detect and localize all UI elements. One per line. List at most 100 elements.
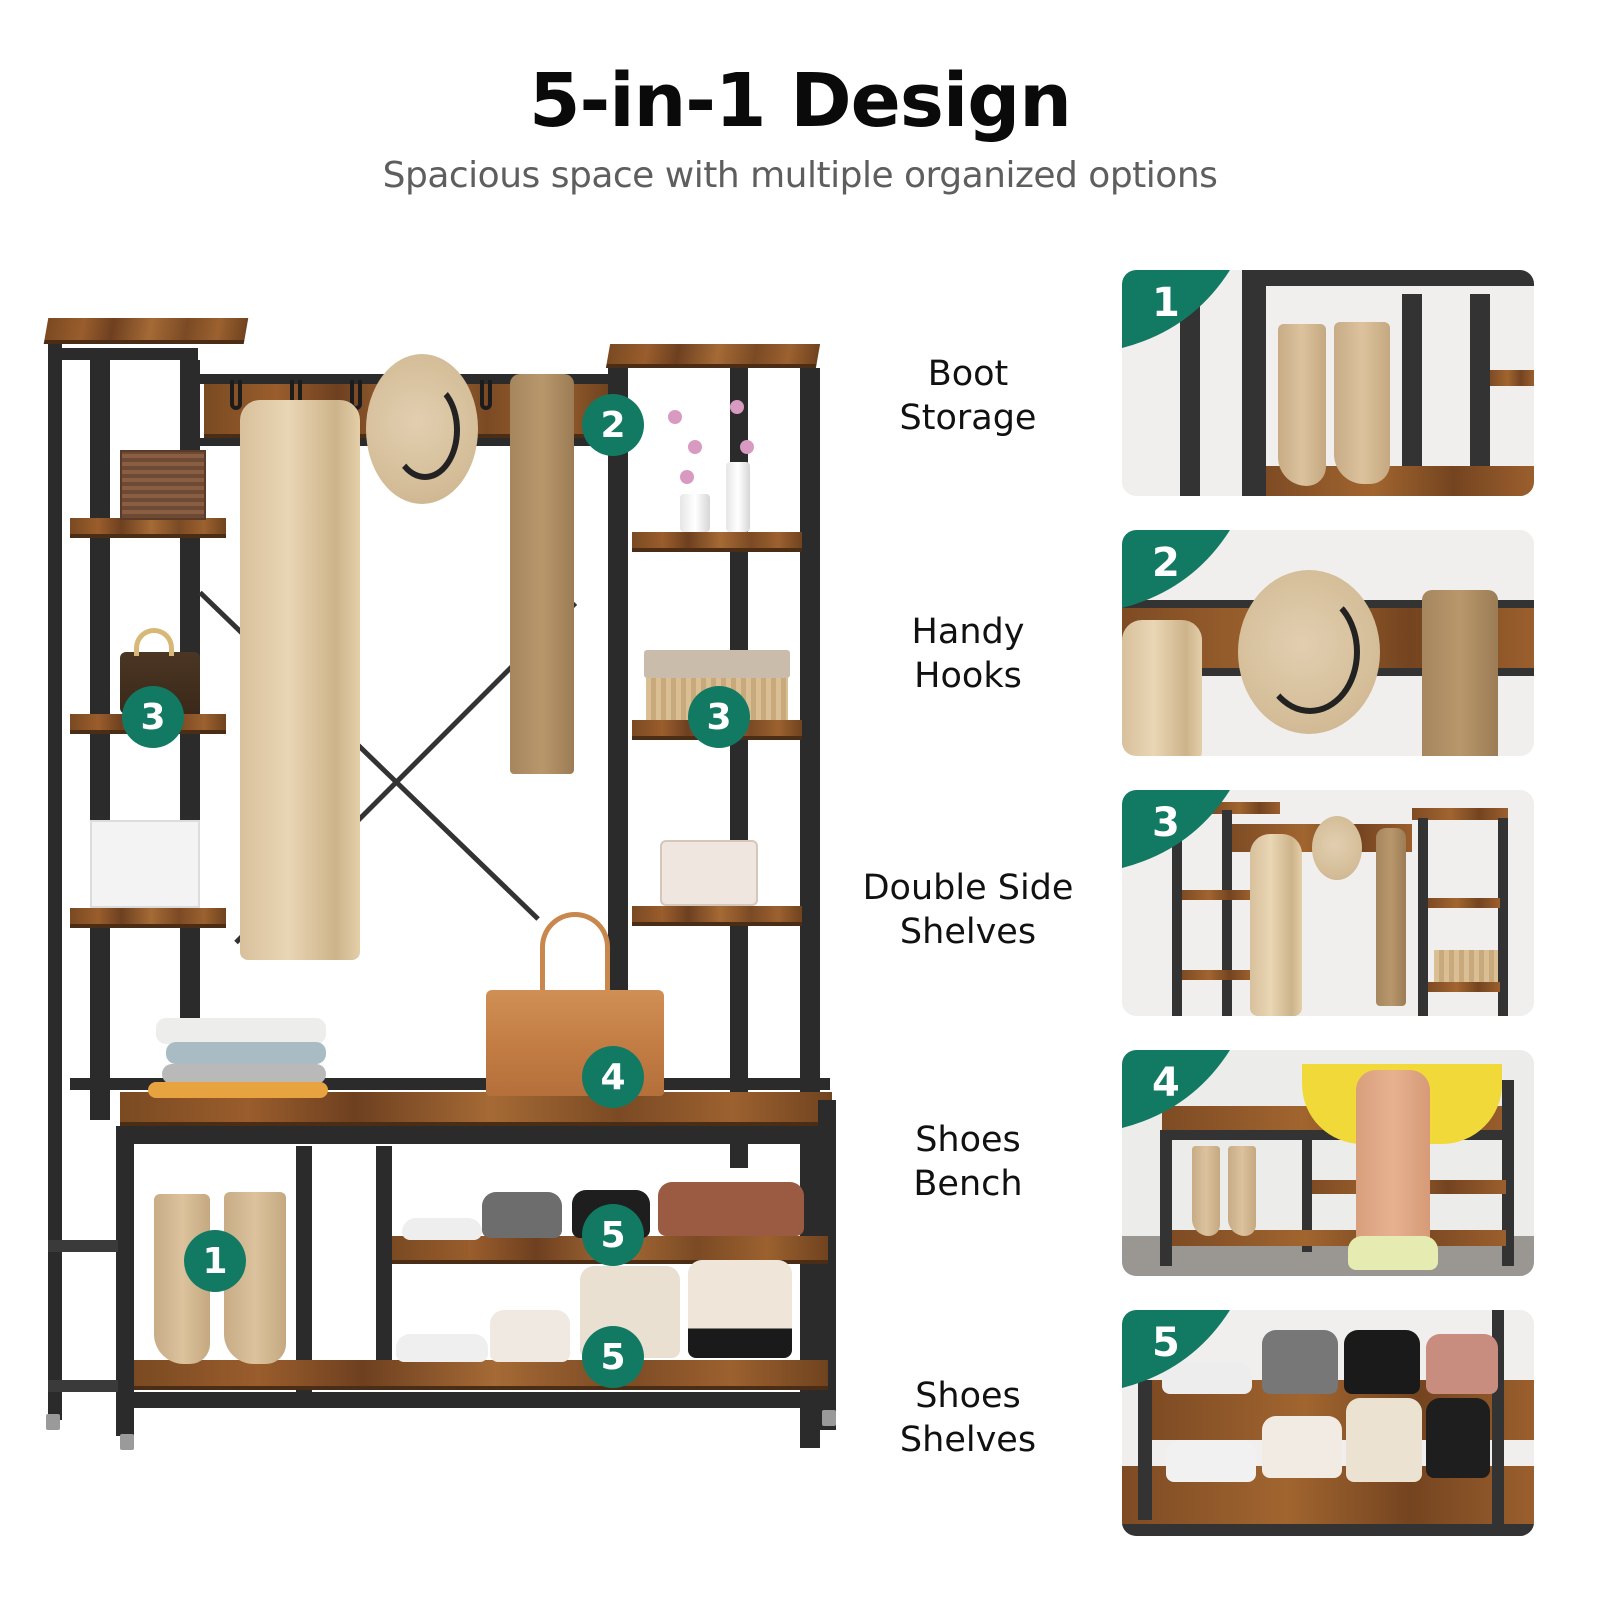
tower-shelf	[1182, 890, 1250, 900]
badge-4-bench: 4	[582, 1046, 644, 1108]
bench-leg-front-left	[116, 1126, 134, 1436]
right-tower-post-outer	[800, 368, 820, 1448]
leveling-foot	[822, 1410, 836, 1426]
bench-divider	[1302, 1140, 1312, 1252]
badge-3-left-shelf: 3	[122, 686, 184, 748]
frame-post	[1402, 294, 1422, 496]
badge-2-hooks: 2	[582, 394, 644, 456]
cream-peep-toe-heel	[1346, 1398, 1422, 1482]
tan-boot	[1192, 1146, 1220, 1236]
right-tower-post-mid	[730, 368, 748, 1168]
thumb-number: 2	[1152, 540, 1180, 586]
page-subtitle: Spacious space with multiple organized o…	[382, 155, 1218, 196]
thumb-number: 5	[1152, 1320, 1180, 1366]
frame-top-rail	[1266, 270, 1534, 286]
black-heel	[1426, 1398, 1490, 1478]
page-title: 5-in-1 Design	[529, 58, 1072, 144]
grey-loafer	[1262, 1330, 1338, 1394]
sneaker	[1348, 1236, 1438, 1270]
thumb-shelf	[1490, 370, 1534, 386]
feature-label-shoes-shelves: Shoes Shelves	[899, 1376, 1037, 1460]
hat-band	[390, 380, 460, 480]
shoe-shelf	[1172, 1230, 1506, 1246]
badge-5-lower-shelf: 5	[582, 1326, 644, 1388]
brown-oxford	[658, 1182, 804, 1236]
feature-label-shoes-bench: Shoes Bench	[913, 1120, 1023, 1204]
badge-3-right-shelf: 3	[688, 686, 750, 748]
feature-label-boot-storage: Boot Storage	[899, 354, 1037, 438]
right-tower-post-inner	[608, 368, 628, 1088]
bench-divider-post	[376, 1146, 392, 1378]
white-slide	[1166, 1440, 1256, 1482]
trench-coat	[240, 400, 360, 960]
vase-tall	[726, 462, 750, 532]
grey-loafer	[482, 1192, 562, 1238]
folded-towels-blue	[166, 1042, 326, 1064]
tower-top	[1412, 808, 1508, 820]
scarf	[1376, 828, 1406, 1006]
coat	[1250, 834, 1302, 1016]
left-shelf-3	[70, 908, 226, 928]
tower-post	[1172, 810, 1182, 1016]
left-tower-top-shelf	[43, 318, 249, 344]
scarf	[510, 374, 574, 774]
hall-tree-product-image: 2 3 3 4 1 5 5	[40, 300, 860, 1500]
orchid-flower	[688, 440, 702, 454]
storage-basket	[1434, 950, 1498, 982]
left-side-rail	[48, 1380, 118, 1392]
legs	[1356, 1070, 1430, 1260]
frame-post	[1180, 270, 1200, 496]
thumb-number: 4	[1152, 1060, 1180, 1106]
jewelry-box	[90, 820, 200, 908]
bench-leg-front-right	[818, 1100, 836, 1430]
left-tower-post-inner	[180, 360, 200, 1120]
coat	[1122, 620, 1202, 756]
bench-leg	[1502, 1080, 1514, 1266]
thumb-number: 3	[1152, 800, 1180, 846]
straw-hat	[1312, 816, 1362, 880]
scarf	[1422, 590, 1498, 756]
tan-boot	[1278, 324, 1326, 486]
white-slide	[396, 1334, 488, 1362]
tan-boot	[1334, 322, 1390, 484]
black-loafer	[1344, 1330, 1420, 1394]
badge-1-boots: 1	[184, 1230, 246, 1292]
bench-bottom-rail	[134, 1392, 828, 1408]
feature-label-double-side-shelves: Double Side Shelves	[862, 868, 1074, 952]
leveling-foot	[120, 1434, 134, 1450]
white-slide	[402, 1218, 482, 1240]
frame-post	[1242, 270, 1266, 496]
orchid-flower	[740, 440, 754, 454]
hook-icon	[230, 380, 242, 410]
vase-short	[680, 494, 710, 532]
folded-towels-orange	[148, 1082, 328, 1098]
leveling-foot	[46, 1414, 60, 1430]
orchid-flower	[668, 410, 682, 424]
left-tower-post-front	[90, 360, 110, 1120]
black-heel	[688, 1260, 792, 1358]
thumbnail-shoes-shelves: 5	[1122, 1310, 1534, 1536]
handbag-handle	[134, 628, 174, 656]
tower-shelf	[1428, 898, 1500, 908]
orchid-flower	[680, 470, 694, 484]
bench-front-rail	[120, 1126, 832, 1144]
white-studded-purse	[660, 840, 758, 906]
badge-5-upper-shelf: 5	[582, 1204, 644, 1266]
right-shelf-1	[632, 532, 802, 552]
shelf-post	[1138, 1380, 1152, 1520]
left-shelf-1	[70, 518, 226, 538]
left-tower-post-outer	[48, 340, 62, 1420]
bench-leg	[1160, 1130, 1172, 1266]
wicker-basket	[120, 450, 206, 520]
orchid-flower	[730, 400, 744, 414]
tote-handle	[540, 912, 610, 1002]
white-slide	[1162, 1362, 1252, 1394]
hook-icon	[480, 380, 492, 410]
tower-shelf	[1428, 982, 1500, 992]
shelf-bottom-rail	[1122, 1524, 1534, 1536]
left-side-rail	[48, 1240, 118, 1252]
right-shelf-3	[632, 906, 802, 926]
bench-divider-post	[296, 1146, 312, 1396]
folded-towels-white	[156, 1018, 326, 1044]
feature-label-handy-hooks: Handy Hooks	[911, 612, 1025, 696]
